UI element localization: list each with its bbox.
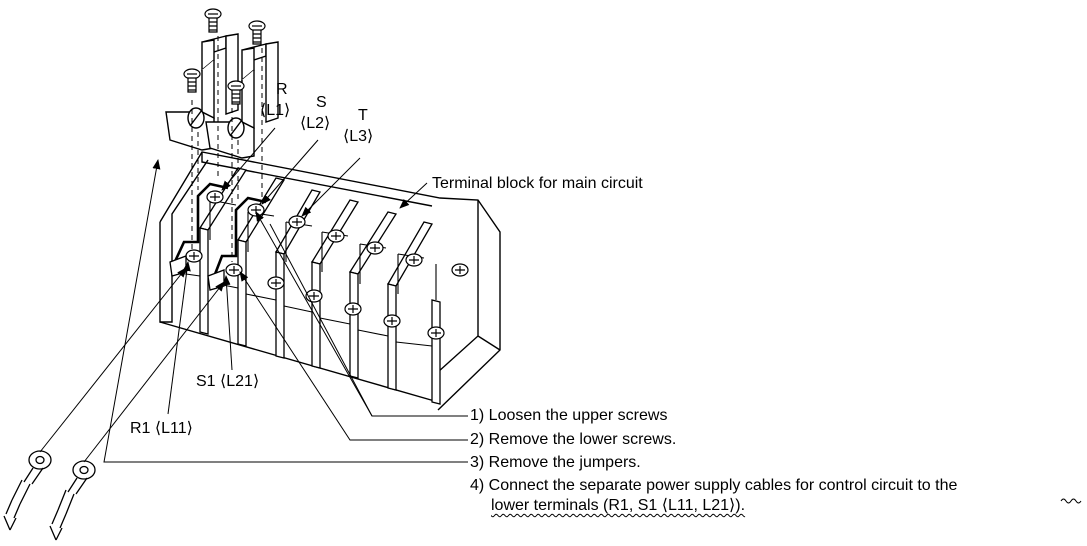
step-4-continued: lower terminals (R1, S1 ⟨L11, L21⟩). [491, 497, 746, 514]
power-cable-1 [3, 450, 52, 531]
upper-screw-7 [451, 263, 469, 277]
upper-screw-t [288, 215, 306, 229]
loose-screws [183, 8, 266, 105]
label-r1: R1 ⟨L11⟩ [130, 420, 193, 437]
terminal-screws [185, 190, 469, 340]
jumper-outlines [170, 182, 267, 283]
leader-lines [39, 127, 468, 463]
label-r-alt: ⟨L1⟩ [260, 102, 291, 119]
lower-screw-5 [344, 302, 362, 316]
power-cable-2 [49, 460, 96, 541]
upper-screw-s [247, 203, 265, 217]
alignment-dashed-lines [191, 36, 263, 262]
lower-screw-r1 [185, 249, 203, 263]
label-s: S [316, 94, 327, 111]
upper-screw-4 [327, 229, 345, 243]
lower-screw-3 [267, 276, 285, 290]
label-s-alt: ⟨L2⟩ [300, 115, 331, 132]
label-t: T [358, 107, 368, 124]
lower-screw-s1 [225, 263, 243, 277]
step-4: 4) Connect the separate power supply cab… [470, 477, 958, 494]
label-terminal-block: Terminal block for main circuit [432, 175, 643, 192]
lower-screw-7 [427, 326, 445, 340]
removed-jumper-1 [165, 33, 239, 151]
label-r: R [276, 81, 288, 98]
terminal-dividers [198, 167, 441, 405]
lower-screw-6 [383, 314, 401, 328]
removed-jumper-2 [205, 41, 279, 159]
step-3: 3) Remove the jumpers. [470, 454, 641, 471]
upper-screw-6 [405, 253, 423, 267]
label-s1: S1 ⟨L21⟩ [196, 373, 260, 390]
label-t-alt: ⟨L3⟩ [343, 128, 374, 145]
upper-screw-5 [366, 241, 384, 255]
step-2: 2) Remove the lower screws. [470, 431, 677, 448]
upper-screw-r [206, 190, 224, 204]
wavy-underline-mark [1060, 498, 1082, 504]
step-1: 1) Loosen the upper screws [470, 407, 668, 424]
